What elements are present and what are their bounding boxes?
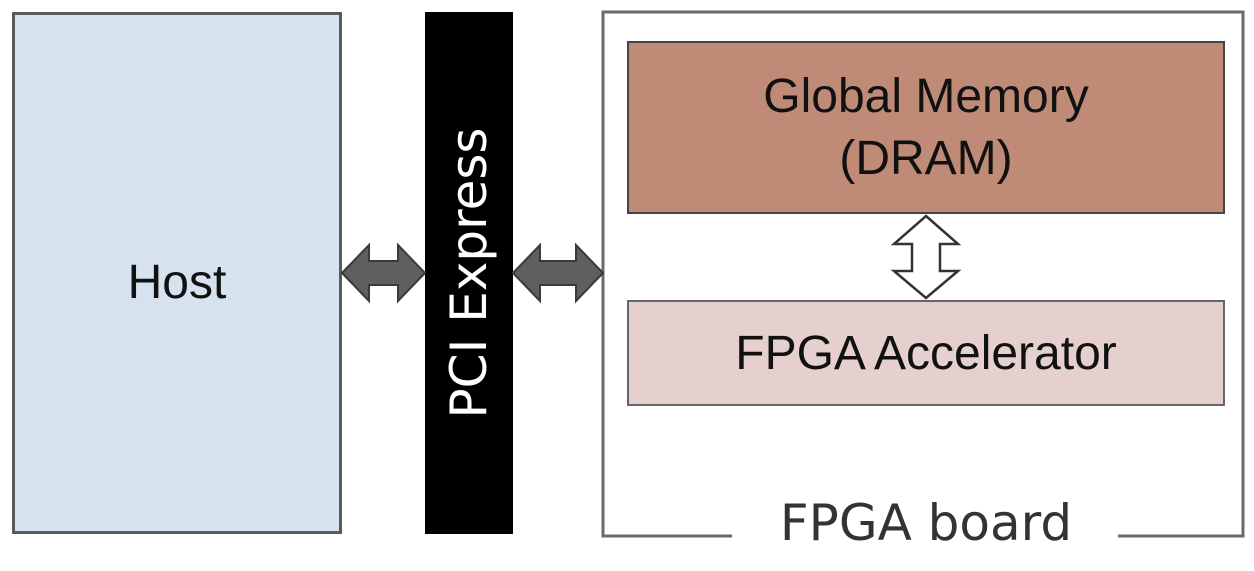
pci-express-bus: PCI Express [425, 12, 513, 534]
global-memory-title: Global Memory [763, 69, 1089, 123]
global-memory-subtitle: (DRAM) [839, 131, 1013, 185]
memory-accelerator-arrow [890, 214, 962, 300]
fpga-accelerator-label: FPGA Accelerator [735, 326, 1117, 380]
host-pcie-arrow [340, 242, 427, 304]
pcie-board-arrow [511, 242, 605, 304]
fpga-board-caption: FPGA board [779, 494, 1073, 552]
global-memory-block: Global Memory (DRAM) [627, 41, 1225, 214]
host-block: Host [12, 12, 342, 534]
host-label: Host [127, 256, 227, 309]
fpga-accelerator-block: FPGA Accelerator [627, 300, 1225, 406]
